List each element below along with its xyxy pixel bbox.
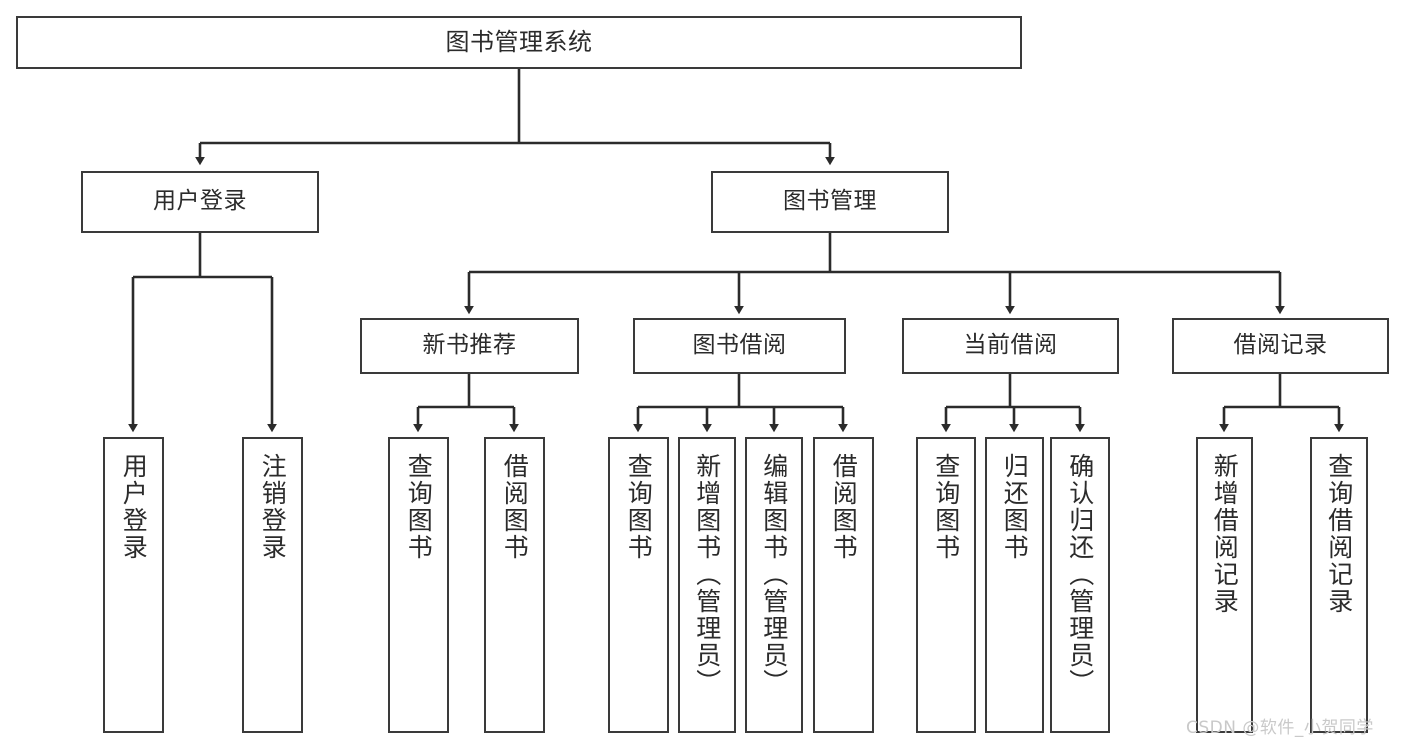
node-book-borrow[interactable]: 图书借阅 bbox=[633, 318, 846, 374]
node-leaf-query-record[interactable]: 查询借阅记录 bbox=[1310, 437, 1368, 733]
csdn-watermark: CSDN @软件_小贺同学 bbox=[1186, 718, 1374, 738]
node-leaf-return-book[interactable]: 归还图书 bbox=[985, 437, 1044, 733]
node-leaf-add-book[interactable]: 新增图书（管理员） bbox=[678, 437, 736, 733]
node-current-borrow[interactable]: 当前借阅 bbox=[902, 318, 1119, 374]
node-leaf-user-logout-label: 注销登录 bbox=[258, 453, 288, 561]
node-leaf-user-login[interactable]: 用户登录 bbox=[103, 437, 164, 733]
node-leaf-edit-book-label: 编辑图书（管理员） bbox=[759, 453, 789, 696]
node-leaf-borrow-book-bb[interactable]: 借阅图书 bbox=[813, 437, 874, 733]
node-leaf-query-book-cb-label: 查询图书 bbox=[931, 453, 961, 561]
node-leaf-query-record-label: 查询借阅记录 bbox=[1324, 453, 1354, 615]
node-new-book-rec-label: 新书推荐 bbox=[422, 332, 517, 359]
node-root-label: 图书管理系统 bbox=[445, 28, 593, 57]
node-leaf-query-book-rec[interactable]: 查询图书 bbox=[388, 437, 449, 733]
node-leaf-user-login-label: 用户登录 bbox=[119, 453, 149, 561]
node-leaf-return-book-label: 归还图书 bbox=[1000, 453, 1030, 561]
node-book-manage-label: 图书管理 bbox=[783, 188, 877, 215]
node-leaf-confirm-return-label: 确认归还（管理员） bbox=[1065, 453, 1095, 696]
node-leaf-edit-book[interactable]: 编辑图书（管理员） bbox=[745, 437, 803, 733]
node-new-book-rec[interactable]: 新书推荐 bbox=[360, 318, 579, 374]
node-leaf-query-book-rec-label: 查询图书 bbox=[404, 453, 434, 561]
node-leaf-add-record-label: 新增借阅记录 bbox=[1210, 453, 1240, 615]
node-leaf-borrow-book-rec[interactable]: 借阅图书 bbox=[484, 437, 545, 733]
node-root[interactable]: 图书管理系统 bbox=[16, 16, 1022, 69]
node-current-borrow-label: 当前借阅 bbox=[963, 332, 1058, 359]
node-book-borrow-label: 图书借阅 bbox=[692, 332, 787, 359]
node-leaf-add-book-label: 新增图书（管理员） bbox=[692, 453, 722, 696]
node-user-login[interactable]: 用户登录 bbox=[81, 171, 319, 233]
node-leaf-borrow-book-bb-label: 借阅图书 bbox=[829, 453, 859, 561]
node-leaf-add-record[interactable]: 新增借阅记录 bbox=[1196, 437, 1253, 733]
node-borrow-record[interactable]: 借阅记录 bbox=[1172, 318, 1389, 374]
node-leaf-confirm-return[interactable]: 确认归还（管理员） bbox=[1050, 437, 1110, 733]
node-leaf-query-book-bb[interactable]: 查询图书 bbox=[608, 437, 669, 733]
node-leaf-borrow-book-rec-label: 借阅图书 bbox=[500, 453, 530, 561]
node-borrow-record-label: 借阅记录 bbox=[1233, 332, 1328, 359]
node-leaf-user-logout[interactable]: 注销登录 bbox=[242, 437, 303, 733]
node-leaf-query-book-cb[interactable]: 查询图书 bbox=[916, 437, 976, 733]
node-user-login-label: 用户登录 bbox=[153, 188, 247, 215]
node-book-manage[interactable]: 图书管理 bbox=[711, 171, 949, 233]
node-leaf-query-book-bb-label: 查询图书 bbox=[624, 453, 654, 561]
